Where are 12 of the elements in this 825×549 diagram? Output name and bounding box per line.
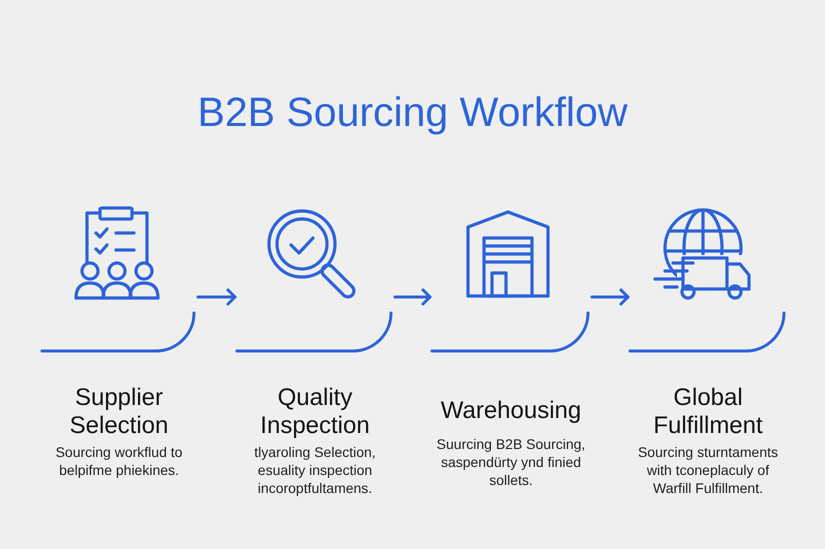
step-description: Sourcing sturntaments with tconeplaculy of Warfill Fulfillment.: [637, 443, 779, 497]
title: B2B Sourcing Workflow: [198, 89, 628, 135]
arrow: [196, 288, 236, 306]
arrow: [394, 288, 432, 306]
step-description: Suurcing B2B Sourcing, saspendürty ynd finied sollets.: [436, 435, 586, 489]
step-heading: Quality Inspection: [260, 384, 370, 440]
step-heading: Supplier Selection: [69, 384, 169, 440]
step-heading: Global Fulfillment: [652, 384, 764, 440]
step-description: tlyaroling Selection, esuality inspection incoroptfultamens.: [254, 443, 376, 497]
step-heading: Warehousing: [440, 397, 582, 425]
step-description: Sourcing workflud to belpifme phiekines.: [55, 443, 183, 479]
arrow: [590, 288, 630, 306]
